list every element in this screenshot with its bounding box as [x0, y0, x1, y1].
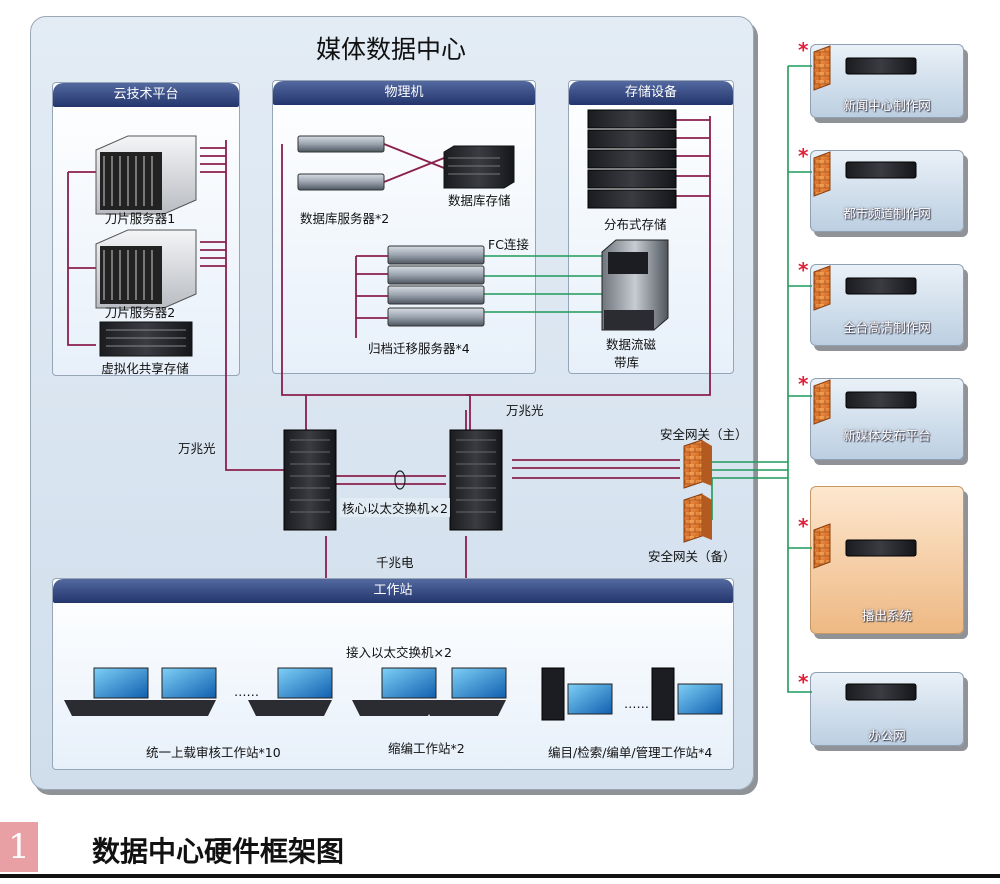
- blade-server-1-label: 刀片服务器1: [104, 211, 176, 226]
- database-storage-label: 数据库存储: [448, 193, 511, 208]
- firewall-backup-icon: [683, 493, 712, 543]
- external-gateway-icons: [813, 45, 831, 569]
- alert-marker: *: [798, 258, 809, 282]
- access-switch-label: 接入以太交换机×2: [346, 645, 452, 660]
- core-switch-right: [449, 429, 503, 531]
- caption-rule: [0, 874, 1000, 878]
- gateway-main-label: 安全网关（主）: [660, 427, 748, 442]
- blade-server-1: [95, 135, 197, 215]
- workstation-header: 工作站: [53, 579, 733, 603]
- edit-workstation-icons: [352, 667, 507, 716]
- diagram-graphics: [64, 45, 917, 721]
- virtual-shared-storage-device: [99, 321, 193, 357]
- office-network-label: 办公网: [868, 728, 906, 743]
- playout-system-box: 播出系统: [810, 486, 964, 634]
- tape-library-label-line2: 带库: [614, 355, 640, 370]
- firewall-main-icon: [683, 439, 712, 489]
- catalog-ellipsis: ……: [624, 696, 649, 711]
- playout-system-label: 播出系统: [861, 608, 912, 623]
- cloud-platform-header: 云技术平台: [53, 83, 239, 107]
- fc-link-label: FC连接: [488, 237, 529, 252]
- alert-marker: *: [798, 514, 809, 538]
- core-switch-label: 核心以太交换机×2: [340, 498, 450, 517]
- fiber-links: [67, 116, 711, 578]
- external-links: [484, 65, 812, 693]
- external-server-icons: [845, 57, 917, 701]
- link-bundle-icon: [394, 470, 406, 490]
- distributed-storage-label: 分布式存储: [604, 217, 667, 232]
- alert-marker: *: [798, 670, 809, 694]
- physical-machine-header: 物理机: [273, 81, 535, 105]
- fiber-label-top: 万兆光: [506, 403, 544, 418]
- city-channel-network-label: 都市频道制作网: [843, 206, 931, 221]
- new-media-platform-label: 新媒体发布平台: [843, 428, 931, 443]
- edit-workstation-label: 缩编工作站*2: [388, 741, 465, 756]
- catalog-workstation-label: 编目/检索/编单/管理工作站*4: [548, 745, 713, 760]
- caption-number: 1: [0, 822, 38, 872]
- shared-storage-label: 虚拟化共享存储: [101, 361, 189, 376]
- core-switch-left: [283, 429, 337, 531]
- ingest-workstation-label: 统一上载审核工作站*10: [146, 745, 281, 760]
- catalog-workstation-icons: [541, 667, 723, 721]
- ingest-ellipsis: ……: [234, 684, 259, 699]
- storage-header: 存储设备: [569, 81, 733, 105]
- tape-library-label-line1: 数据流磁: [606, 337, 657, 352]
- blade-server-2: [95, 229, 197, 309]
- distributed-storage-stack: [587, 109, 677, 209]
- gateway-backup-label: 安全网关（备）: [648, 549, 736, 564]
- database-storage-device: [443, 145, 515, 189]
- ingest-workstation-icons: [64, 667, 333, 716]
- tape-library-device: [601, 239, 669, 331]
- news-network-box: 新闻中心制作网: [810, 44, 964, 118]
- archive-server-icons: [387, 245, 485, 327]
- hd-network-label: 全台高清制作网: [843, 320, 931, 335]
- caption-title: 数据中心硬件框架图: [92, 835, 345, 868]
- fiber-label-left: 万兆光: [178, 441, 216, 456]
- news-network-label: 新闻中心制作网: [843, 98, 931, 113]
- database-server-label: 数据库服务器*2: [300, 211, 390, 226]
- blade-server-2-label: 刀片服务器2: [104, 305, 176, 320]
- alert-marker: *: [798, 372, 809, 396]
- gigabit-label: 千兆电: [376, 555, 414, 570]
- archive-server-label: 归档迁移服务器*4: [368, 341, 470, 356]
- alert-marker: *: [798, 144, 809, 168]
- alert-marker: *: [798, 38, 809, 62]
- database-server-icons: [297, 135, 385, 191]
- diagram-title: 媒体数据中心: [315, 35, 466, 64]
